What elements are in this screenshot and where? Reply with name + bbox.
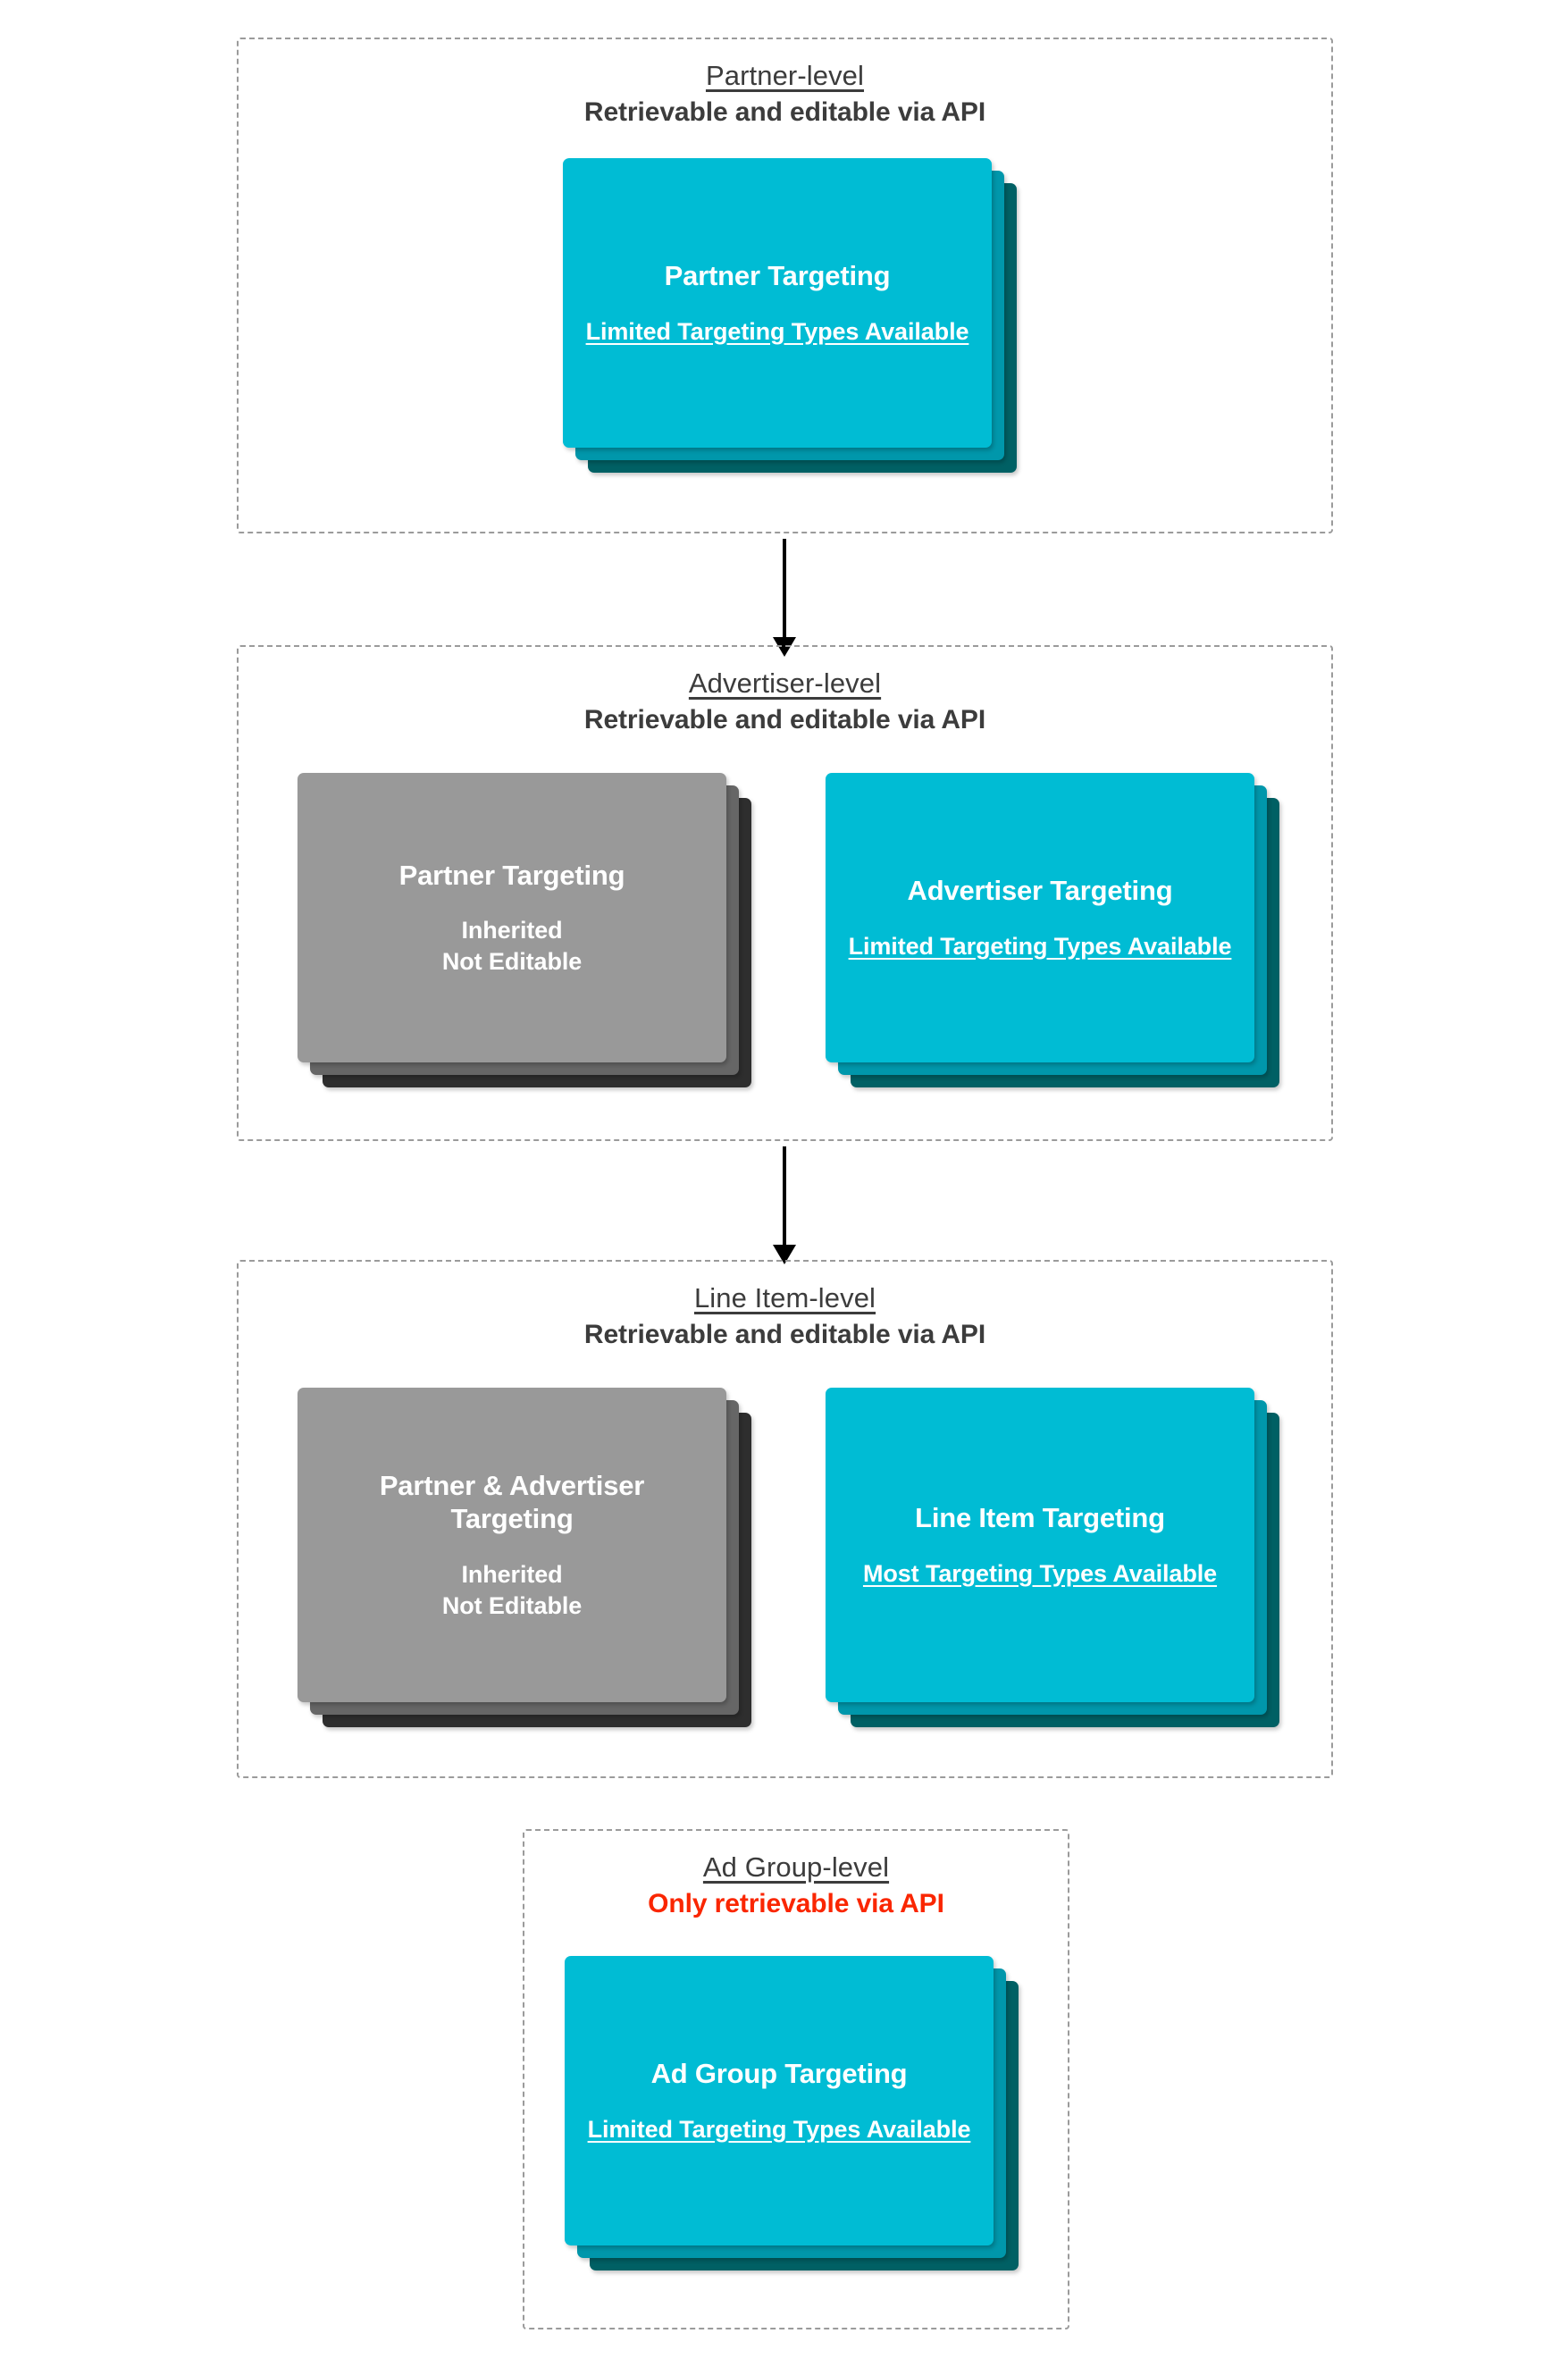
card-front-layer: Advertiser Targeting Limited Targeting T… [826,773,1254,1062]
arrow-shaft [783,539,786,639]
card-front-layer: Partner Targeting Limited Targeting Type… [563,158,992,448]
level-advertiser-subtitle: Retrievable and editable via API [583,704,986,734]
card-inherited-partner-advertiser-targeting[interactable]: Partner & Advertiser Targeting Inherited… [298,1388,751,1727]
card-front-layer: Partner Targeting Inherited Not Editable [298,773,726,1062]
level-partner-title: Partner-level [705,60,865,91]
card-front-layer: Partner & Advertiser Targeting Inherited… [298,1388,726,1702]
card-front-layer: Ad Group Targeting Limited Targeting Typ… [565,1956,994,2245]
arrow-head [773,637,796,657]
level-line-item-subtitle: Retrievable and editable via API [583,1319,986,1349]
level-line-item-header: Line Item-level Retrievable and editable… [239,1262,1331,1351]
card-title: Partner & Advertiser Targeting [379,1469,645,1535]
card-advertiser-targeting[interactable]: Advertiser Targeting Limited Targeting T… [826,773,1279,1087]
level-partner-subtitle: Retrievable and editable via API [583,97,986,127]
card-title: Advertiser Targeting [907,874,1173,906]
card-note-line-2: Not Editable [441,1591,583,1619]
arrow-head [773,1245,796,1264]
level-advertiser-header: Advertiser-level Retrievable and editabl… [239,647,1331,736]
level-ad-group-subtitle: Only retrievable via API [648,1888,944,1918]
arrow-advertiser-to-line-item [773,1146,796,1264]
card-note: Inherited Not Editable [442,915,582,977]
card-partner-targeting[interactable]: Partner Targeting Limited Targeting Type… [563,158,1017,473]
card-title: Line Item Targeting [915,1501,1165,1533]
card-note-line-2: Not Editable [441,947,583,975]
level-partner-header: Partner-level Retrievable and editable v… [239,39,1331,129]
card-title: Partner Targeting [664,259,891,291]
arrow-partner-to-advertiser [773,539,796,657]
card-note: Limited Targeting Types Available [587,2115,971,2143]
card-note: Limited Targeting Types Available [848,932,1232,960]
arrow-shaft [783,1146,786,1246]
level-line-item: Line Item-level Retrievable and editable… [237,1260,1333,1778]
level-line-item-title: Line Item-level [693,1282,876,1314]
card-title: Ad Group Targeting [650,2057,908,2089]
card-title: Partner Targeting [398,859,625,891]
card-note-line-1: Inherited [461,1561,563,1589]
level-ad-group-header: Ad Group-level Only retrievable via API [524,1831,1068,1920]
card-line-item-targeting[interactable]: Line Item Targeting Most Targeting Types… [826,1388,1279,1727]
level-ad-group-title: Ad Group-level [702,1851,890,1883]
card-note: Inherited Not Editable [442,1559,582,1621]
card-inherited-partner-targeting[interactable]: Partner Targeting Inherited Not Editable [298,773,751,1087]
level-advertiser-title: Advertiser-level [688,667,882,699]
card-ad-group-targeting[interactable]: Ad Group Targeting Limited Targeting Typ… [565,1956,1019,2270]
card-front-layer: Line Item Targeting Most Targeting Types… [826,1388,1254,1702]
card-note-line-1: Inherited [461,917,563,944]
card-note: Most Targeting Types Available [862,1559,1218,1587]
level-advertiser: Advertiser-level Retrievable and editabl… [237,645,1333,1141]
level-partner: Partner-level Retrievable and editable v… [237,38,1333,533]
level-ad-group: Ad Group-level Only retrievable via API … [523,1829,1069,2329]
card-note: Limited Targeting Types Available [585,317,969,345]
